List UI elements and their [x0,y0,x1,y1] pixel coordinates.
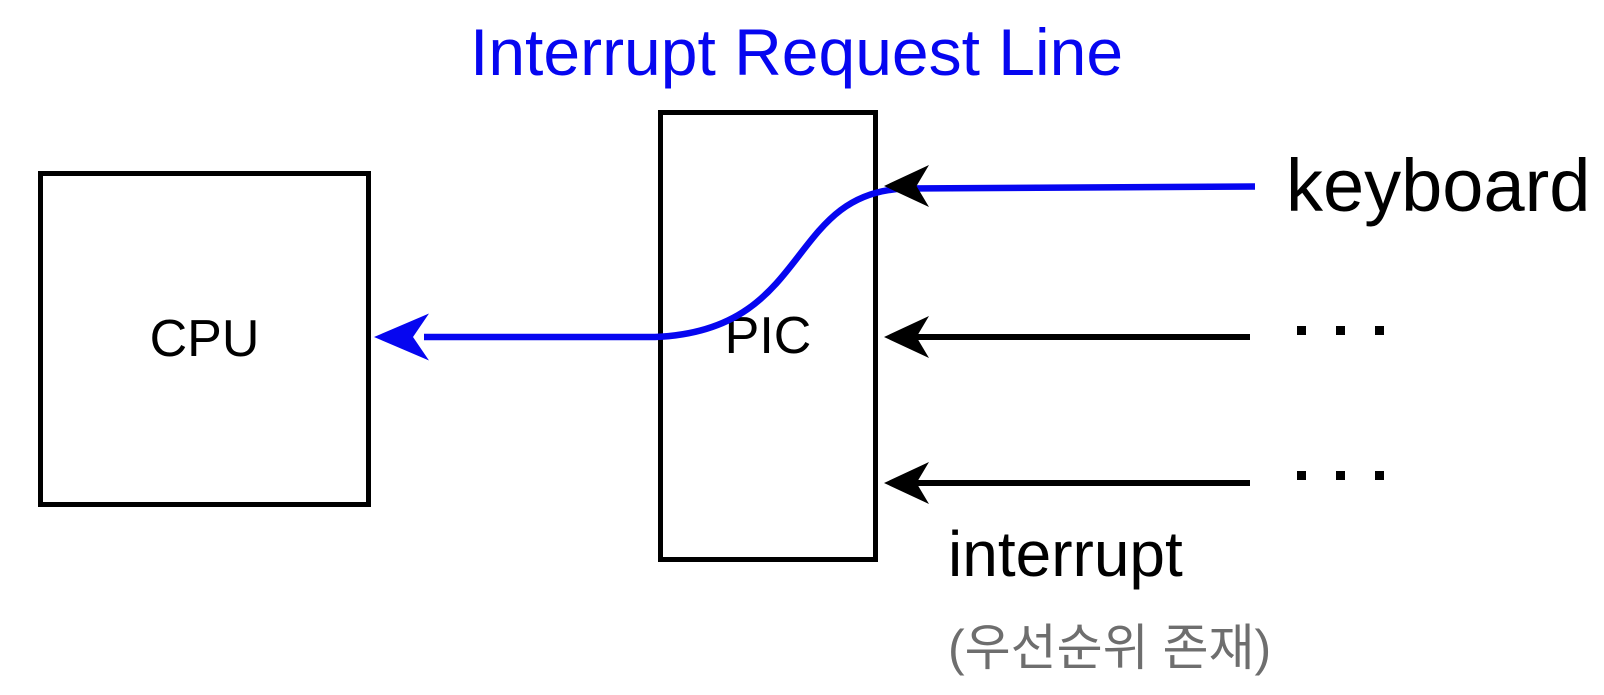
interrupt-priority-note: (우선순위 존재) [948,620,1272,676]
diagram-title: Interrupt Request Line [470,15,1124,89]
lower-to-pic-arrowhead-icon [884,462,929,504]
ellipsis-dot-icon [1375,471,1384,480]
keyboard-label: keyboard [1286,144,1591,227]
ellipsis-dot-icon [1297,326,1306,335]
middle-to-pic-arrowhead-icon [884,316,929,358]
interrupt-label: interrupt [948,518,1183,590]
pic-label: PIC [724,307,812,365]
ellipsis-dot-icon [1297,471,1306,480]
ellipsis-dot-icon [1336,471,1345,480]
ellipsis-row-1 [1297,326,1384,335]
cpu-label: CPU [149,310,260,368]
keyboard-to-pic-arrowhead-icon [884,165,929,207]
pic-to-cpu-arrowhead-icon [374,313,429,361]
cpu-box: CPU [38,171,371,507]
ellipsis-dot-icon [1336,326,1345,335]
pic-box: PIC [658,110,878,562]
ellipsis-dot-icon [1375,326,1384,335]
ellipsis-row-2 [1297,471,1384,480]
